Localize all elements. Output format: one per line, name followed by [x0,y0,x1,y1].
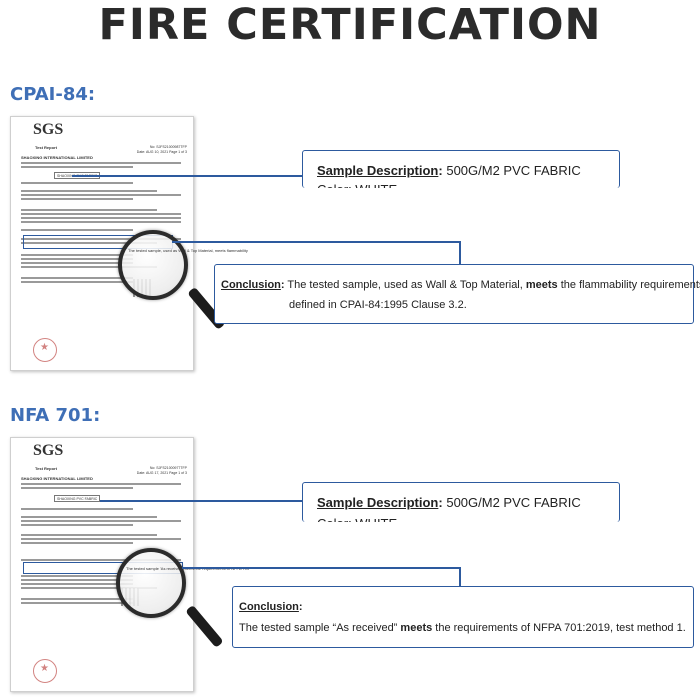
doc-text-line [21,602,133,604]
cut-off-line: Color: WHITE [317,182,397,188]
conclusion-text: The tested sample “As received” [239,622,398,634]
doc-text-line [21,524,133,526]
doc-text-line [21,559,181,561]
doc-text-line [21,198,133,200]
doc-text-line [21,579,133,581]
doc-text-line [21,182,133,184]
conclusion-label: Conclusion [239,601,299,613]
doc-text-line [21,162,181,164]
sgs-logo: SGS [33,121,64,138]
page-title: FIRE CERTIFICATION [98,0,602,50]
doc-text-line [21,166,133,168]
doc-text-line [21,538,181,540]
conclusion-callout: Conclusion: The tested sample “As receiv… [232,586,694,648]
colon: : [298,601,303,613]
connector-line [72,175,302,177]
conclusion-meets: meets [525,279,558,291]
doc-text-line [21,190,157,192]
sample-description-label: Sample Description [317,495,439,510]
doc-text-line [21,229,133,231]
doc-text-line [21,194,181,196]
doc-text-line [21,254,133,256]
doc-text-line [21,221,181,223]
section-label-nfa701: NFA 701: [10,405,101,426]
sgs-logo: SGS [33,442,64,459]
connector-line [182,567,460,569]
doc-header: Test Report [35,466,57,471]
colon: : [438,495,443,510]
doc-text-line [21,242,157,244]
doc-text-line [21,542,133,544]
doc-date: Date: AUG 10, 2021 Page 1 of 3 [136,150,187,154]
doc-date: Date: AUG 17, 2021 Page 1 of 3 [136,471,187,475]
sample-description-callout: Sample Description: 500G/M2 PVC FABRIC C… [302,150,620,188]
conclusion-label: Conclusion [221,279,281,291]
conclusion-text-post: the flammability requirements [560,279,700,291]
conclusion-callout: Conclusion: The tested sample, used as W… [214,264,700,324]
doc-text-line [21,213,181,215]
conclusion-line2: defined in CPAI-84:1995 Clause 3.2. [289,299,467,311]
stamp-icon [33,659,57,683]
conclusion-meets: meets [400,622,433,634]
conclusion-text-post: the requirements of NFPA 701:2019, test … [435,622,686,634]
doc-header: Test Report [35,145,57,150]
doc-text-line [21,575,133,577]
doc-report-no: No: SJFS21000977TFP [149,466,187,470]
doc-text-line [21,587,157,589]
doc-company: SHAOXING INTERNATIONAL LIMITED [21,155,93,160]
sample-description-callout: Sample Description: 500G/M2 PVC FABRIC C… [302,482,620,522]
doc-text-line [21,598,133,600]
doc-text-line [21,238,181,240]
doc-sample-box: SHAOXING PVC FABRIC [54,495,100,502]
cut-off-line: Color: WHITE [317,516,397,522]
connector-line [100,500,302,502]
doc-text-line [21,281,133,283]
doc-text-line [21,534,157,536]
doc-text-line [21,217,181,219]
magnifier-icon: The tested sample 'As received' meets th… [116,548,249,618]
section-label-cpai84: CPAI-84: [10,84,96,105]
doc-company: SHAOXING INTERNATIONAL LIMITED [21,476,93,481]
connector-line [172,241,460,243]
connector-line [459,567,461,586]
doc-text-line [21,583,133,585]
doc-report-no: No: SJFS21000987TFP [149,145,187,149]
doc-text-line [21,516,157,518]
sample-description-value: 500G/M2 PVC FABRIC [446,163,581,178]
colon: : [280,279,285,291]
doc-text-line [21,277,133,279]
conclusion-text: The tested sample, used as Wall & Top Ma… [287,279,523,291]
colon: : [438,163,443,178]
doc-text-line [21,266,157,268]
doc-text-line [21,520,181,522]
doc-text-line [21,209,157,211]
stamp-icon [33,338,57,362]
doc-text-line [21,508,133,510]
magnified-text: The tested sample 'As received' meets th… [126,566,250,571]
doc-text-line [21,262,133,264]
doc-text-line [21,258,133,260]
sample-description-label: Sample Description [317,163,439,178]
doc-text-line [21,483,181,485]
sample-description-value: 500G/M2 PVC FABRIC [446,495,581,510]
magnified-text: The tested sample, used as Wall & Top Ma… [128,248,248,253]
doc-text-line [21,487,133,489]
connector-line [459,241,461,264]
